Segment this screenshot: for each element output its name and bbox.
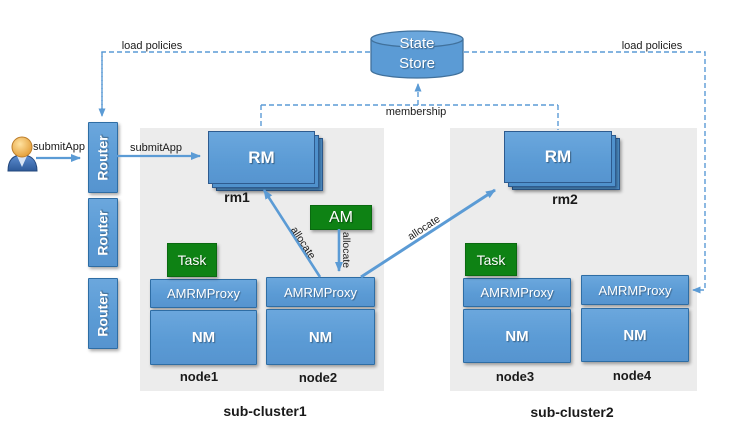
sub-cluster1-label: sub-cluster1 <box>223 403 307 419</box>
rm2-stack: RM <box>504 131 620 190</box>
node1-label: node1 <box>179 369 219 384</box>
load-policies-left-dashed-line <box>101 51 370 116</box>
rm1-box: RM <box>208 131 315 184</box>
rm2-box: RM <box>504 131 612 183</box>
submitapp-label-router: submitApp <box>130 142 182 154</box>
sub-cluster2-label: sub-cluster2 <box>530 404 614 420</box>
rm1-name-label: rm1 <box>224 189 250 205</box>
router-label: Router <box>95 290 111 337</box>
amrmproxy-box-node4: AMRMProxy <box>581 275 689 305</box>
task-box-node1: Task <box>167 243 217 277</box>
node3-label: node3 <box>495 369 535 384</box>
router-box-2: Router <box>88 198 118 267</box>
allocate-label-rm2: allocate <box>405 213 443 243</box>
state-store-line2: Store <box>399 55 435 72</box>
load-policies-right-label: load policies <box>621 40 683 52</box>
rm1-stack: RM <box>208 131 323 191</box>
node2-label: node2 <box>298 370 338 385</box>
load-policies-left-label: load policies <box>121 40 183 52</box>
membership-label: membership <box>385 106 447 118</box>
router-box-3: Router <box>88 278 118 349</box>
amrmproxy-box-node2: AMRMProxy <box>266 277 375 307</box>
state-store-line1: State <box>399 35 435 52</box>
database-cylinder-icon <box>370 30 464 79</box>
nm-box-node2: NM <box>266 309 375 365</box>
amrmproxy-box-node3: AMRMProxy <box>463 278 571 307</box>
state-store-label: State Store <box>370 34 464 74</box>
node4-label: node4 <box>612 368 652 383</box>
state-store: State Store <box>370 30 464 79</box>
task-box-node3: Task <box>465 243 517 276</box>
rm2-name-label: rm2 <box>552 191 578 207</box>
allocate-label-am: allocate <box>340 231 352 269</box>
amrmproxy-box-node1: AMRMProxy <box>150 279 257 308</box>
submitapp-label-user: submitApp <box>33 141 85 153</box>
nm-box-node3: NM <box>463 309 571 363</box>
router-label: Router <box>95 209 111 256</box>
nm-box-node1: NM <box>150 310 257 365</box>
nm-box-node4: NM <box>581 308 689 362</box>
router-box-1: Router <box>88 122 118 193</box>
router-label: Router <box>95 134 111 181</box>
